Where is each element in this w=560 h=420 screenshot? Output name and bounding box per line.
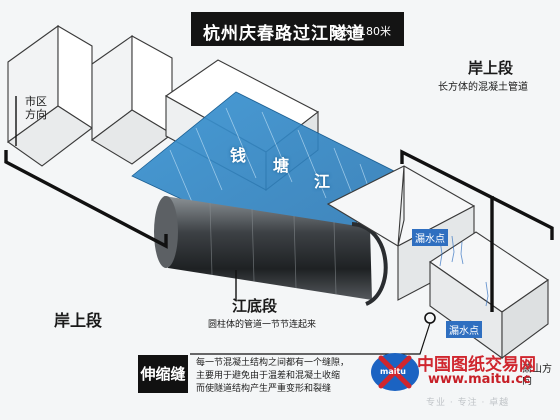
under-river-segment-desc: 圆柱体的管道一节节连起来 <box>208 320 317 330</box>
right-bank-boxes <box>326 165 549 360</box>
watermark-url: www.maitu.cc <box>428 372 531 387</box>
right-direction-label: 萧山方向 <box>522 364 552 387</box>
joint-pointer <box>190 322 431 355</box>
expansion-joint-label: 伸缩缝 <box>138 355 188 393</box>
river-name-char-1: 钱 <box>230 146 247 165</box>
river-tube <box>154 196 388 306</box>
watermark-logo-text: maitu <box>380 367 406 376</box>
watermark-slogan: 专业 · 专注 · 卓越 <box>426 398 510 408</box>
river-name-char-2: 塘 <box>273 156 290 175</box>
expansion-joint-note: 每一节混凝土结构之间都有一个缝隙， 主要用于避免由于温差和混凝土收缩 而使隧道结… <box>196 357 349 396</box>
right-segment-desc: 长方体的混凝土管道 <box>438 82 528 93</box>
leak-point-tag: 漏水点 <box>446 321 482 338</box>
right-segment-frame <box>400 149 554 240</box>
note-line: 主要用于避免由于温差和混凝土收缩 <box>196 371 341 381</box>
river-name-char-3: 江 <box>314 172 331 191</box>
watermark-title: 中国图纸交易网 <box>417 355 536 375</box>
left-direction-label: 市区方向 <box>25 95 47 121</box>
tunnel-length: 全长4180米 <box>330 25 391 38</box>
leak-point-tag: 漏水点 <box>412 229 448 246</box>
maitu-logo <box>371 353 419 391</box>
left-segment-label: 岸上段 <box>54 311 103 330</box>
under-river-segment-label: 江底段 <box>232 297 278 315</box>
title-bar: 杭州庆春路过江隧道 全长4180米 <box>191 12 404 46</box>
page-title: 杭州庆春路过江隧道 <box>203 24 365 44</box>
left-segment-frame <box>4 150 168 249</box>
right-segment-label: 岸上段 <box>468 59 514 77</box>
note-line: 每一节混凝土结构之间都有一个缝隙， <box>196 358 350 368</box>
note-line: 而使隧道结构产生严重变形和裂缝 <box>196 384 332 394</box>
joint-marker <box>424 312 436 324</box>
